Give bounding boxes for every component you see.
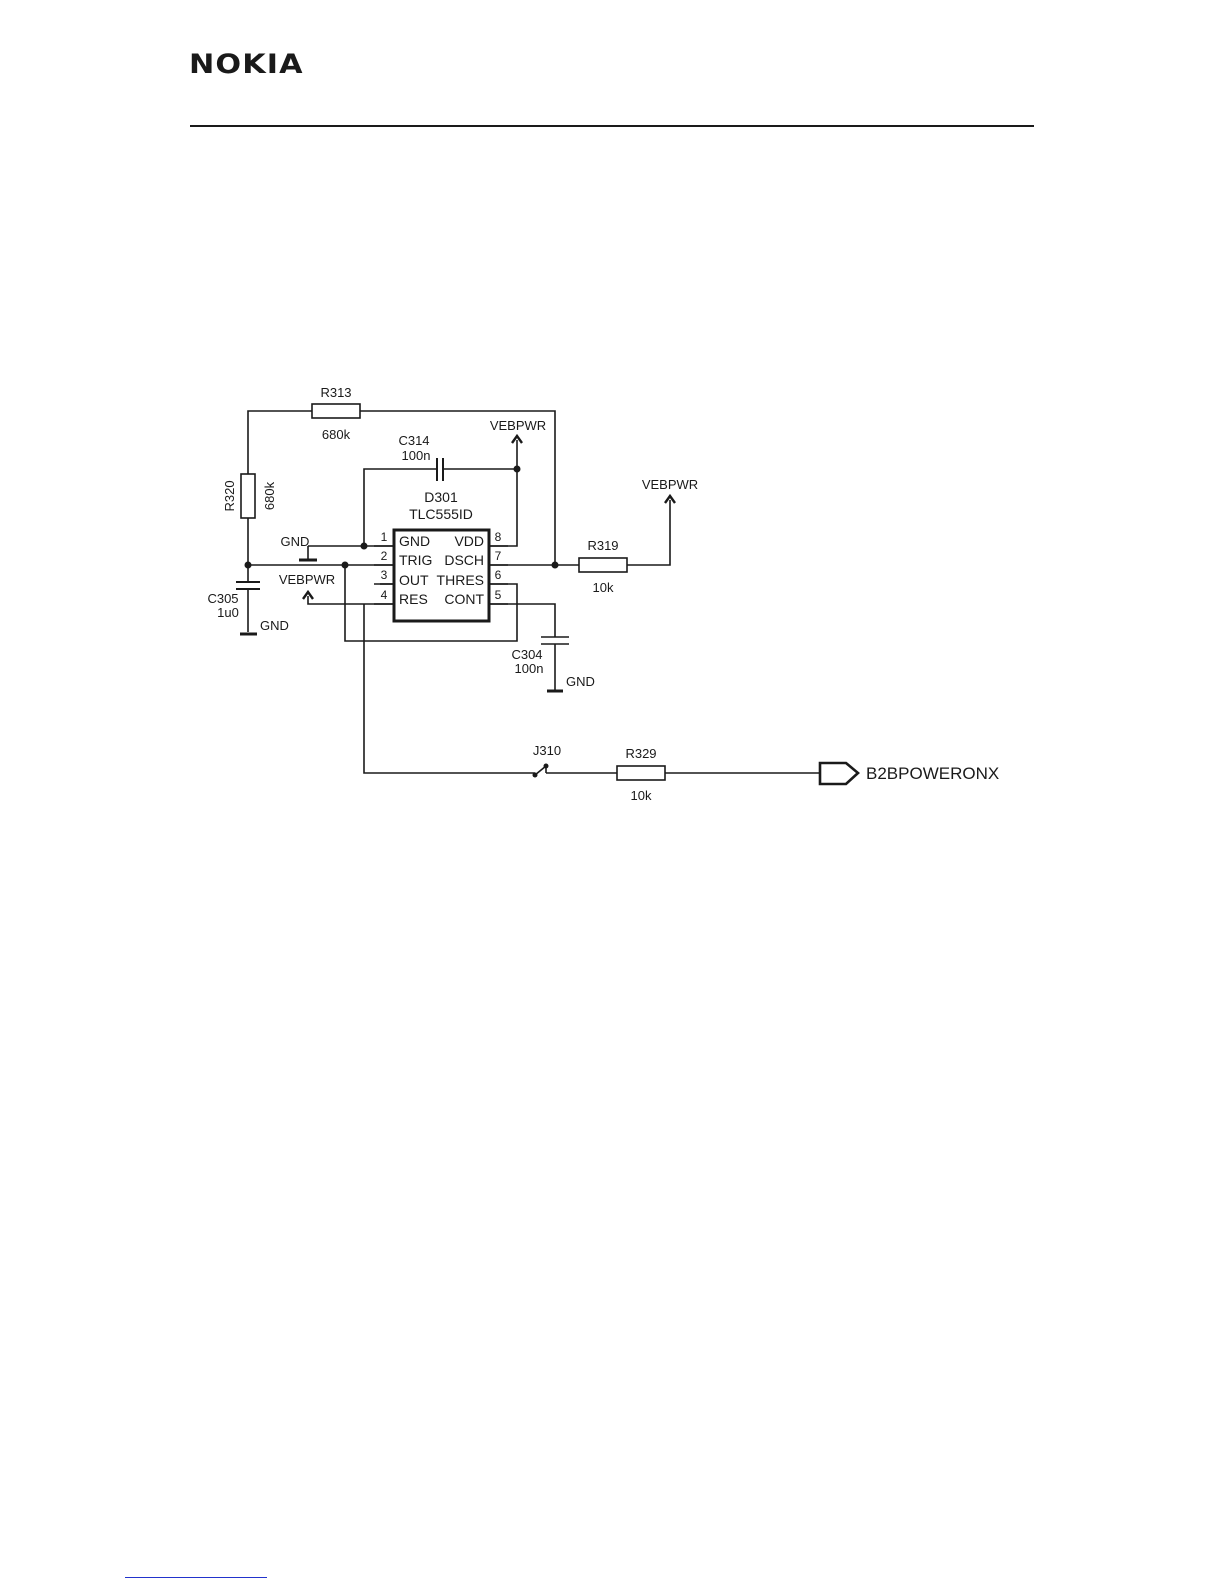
pin-name: TRIG [399,552,432,568]
wires [248,411,820,773]
vebpwr-left-label: VEBPWR [279,572,335,587]
pin-name: VDD [454,533,484,549]
r320-ref: R320 [222,480,237,511]
pin-name: OUT [399,572,429,588]
j310-ref: J310 [533,743,561,758]
gnd-c304-label: GND [566,674,595,689]
pin-name: DSCH [444,552,484,568]
pin-name: GND [399,533,430,549]
vebpwr-top: VEBPWR [490,418,546,443]
vebpwr-left: VEBPWR [279,572,335,599]
capacitor-c314: C314 100n [398,433,443,481]
pin-number: 2 [381,549,388,563]
vebpwr-right-label: VEBPWR [642,477,698,492]
footer-link-line [125,1577,267,1578]
r313-value: 680k [322,427,351,442]
r319-ref: R319 [587,538,618,553]
pin-name: CONT [444,591,484,607]
pin-number: 3 [381,568,388,582]
resistor-r329: R329 10k [617,746,665,803]
vebpwr-right: VEBPWR [642,477,698,503]
pin-number: 8 [495,530,502,544]
gnd-pin1-label: GND [281,534,310,549]
pin-number: 4 [381,588,388,602]
gnd-c305-label: GND [260,618,289,633]
capacitor-c304: C304 100n GND [511,637,594,691]
pin-number: 1 [381,530,388,544]
c305-ref: C305 [207,591,238,606]
ic-ref: D301 [424,489,458,505]
pin-name: RES [399,591,428,607]
gnd-pin1: GND [281,534,317,560]
ic-d301: D301 TLC555ID 1 GND 2 TRIG 3 OUT 4 RES 8… [374,489,508,621]
ic-part: TLC555ID [409,506,473,522]
pin-number: 7 [495,549,502,563]
vebpwr-top-label: VEBPWR [490,418,546,433]
output-port: B2BPOWERONX [820,763,999,784]
c304-ref: C304 [511,647,542,662]
r319-value: 10k [593,580,614,595]
r320-value: 680k [262,481,277,510]
pin-number: 6 [495,568,502,582]
output-port-label: B2BPOWERONX [866,764,999,783]
resistor-r319: R319 10k [579,538,627,595]
pin-number: 5 [495,588,502,602]
r329-ref: R329 [625,746,656,761]
resistor-r313: R313 680k [312,385,360,442]
c314-value: 100n [402,448,431,463]
c314-ref: C314 [398,433,429,448]
c304-value: 100n [515,661,544,676]
r313-ref: R313 [320,385,351,400]
c305-value: 1u0 [217,605,239,620]
resistor-r320: R320 680k [222,474,277,518]
pin-name: THRES [437,572,484,588]
r329-value: 10k [631,788,652,803]
